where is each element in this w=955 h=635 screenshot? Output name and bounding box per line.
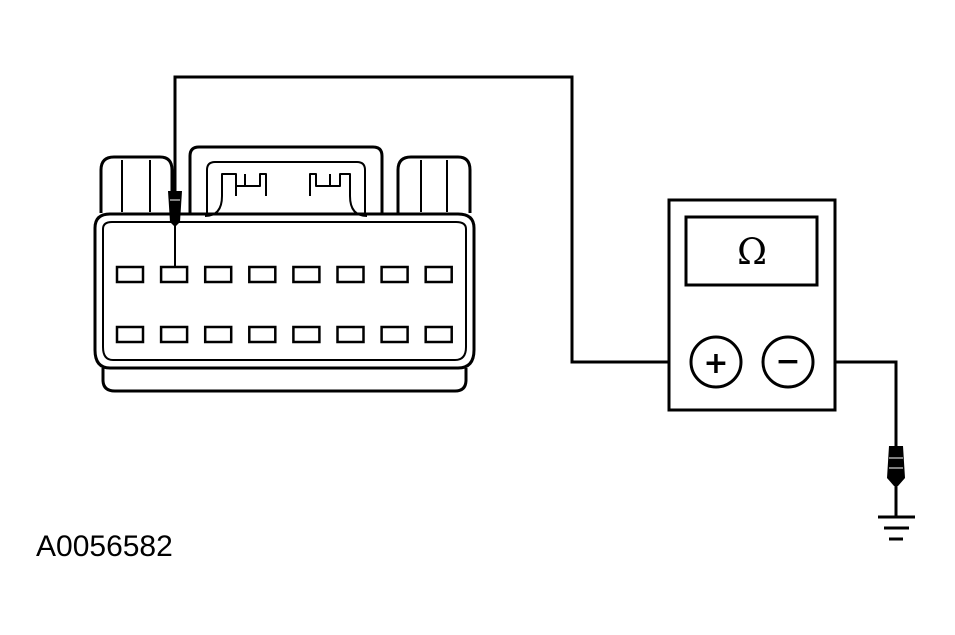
connector-pin-cavity [336, 265, 365, 284]
ohmmeter-display [684, 215, 819, 287]
connector-pin-cavity [115, 265, 145, 284]
connector-housing [93, 212, 476, 370]
connector [93, 145, 476, 393]
connector-pin-cavity [292, 265, 321, 284]
connector-pin-cavity [380, 265, 409, 284]
ground-symbol-icon [878, 515, 915, 541]
ohm-symbol: Ω [737, 232, 767, 273]
negative-terminal [761, 335, 815, 389]
negative-symbol: − [775, 344, 800, 379]
positive-symbol: + [703, 346, 728, 381]
connector-skirt [101, 368, 468, 393]
connector-pin-cavity [248, 325, 277, 344]
connector-pin-cavity [424, 325, 453, 344]
ground-probe-icon [887, 446, 905, 516]
connector-pin-cavity [292, 325, 321, 344]
connector-pin-cavity [115, 325, 145, 344]
connector-pin-grid [115, 265, 453, 344]
wiring [173, 75, 898, 448]
test-probe-icon [168, 191, 182, 226]
connector-pin-cavity [380, 325, 409, 344]
positive-terminal [689, 335, 743, 389]
connector-pin-cavity [159, 265, 189, 284]
connector-pin-cavity [424, 265, 453, 284]
connector-center-tab [188, 145, 384, 214]
connector-pin-cavity [203, 265, 233, 284]
negative-test-lead [814, 360, 898, 448]
connector-pin-cavity [336, 325, 365, 344]
connector-left-latch [99, 155, 174, 213]
connector-pin-cavity [248, 265, 277, 284]
connector-pin-cavity [203, 325, 233, 344]
connector-right-latch [396, 155, 472, 213]
ohmmeter: Ω + − [667, 198, 837, 412]
positive-test-lead [173, 75, 690, 364]
figure-reference-id: A0056582 [36, 530, 173, 563]
connector-pin-cavity [159, 325, 189, 344]
